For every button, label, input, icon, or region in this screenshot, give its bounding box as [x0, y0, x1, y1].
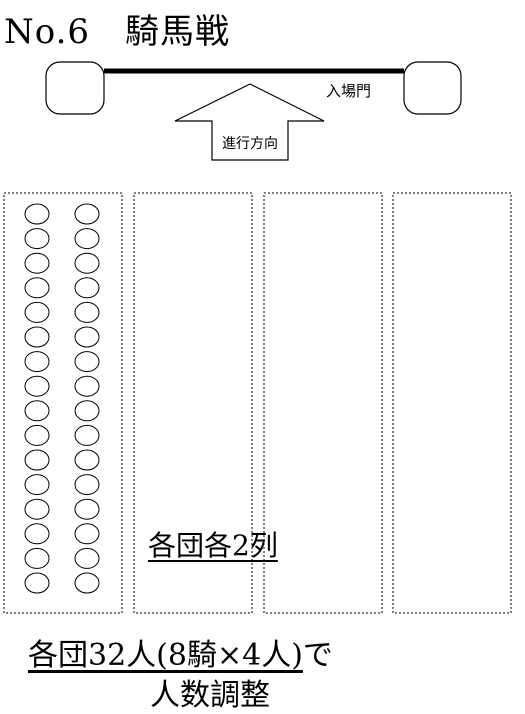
rider-circle — [74, 424, 100, 446]
rider-circle — [24, 449, 50, 471]
direction-arrow — [174, 83, 325, 161]
rider-circle — [24, 572, 50, 594]
rider-circle — [74, 474, 100, 496]
rider-circle — [24, 523, 50, 545]
rider-circle — [24, 351, 50, 373]
page-title: No.6 騎馬戦 — [4, 12, 231, 52]
rider-circle — [24, 252, 50, 274]
rider-circle — [74, 498, 100, 520]
rider-circle — [74, 523, 100, 545]
rider-circle — [74, 351, 100, 373]
rider-circle — [74, 449, 100, 471]
team-areas — [3, 192, 512, 614]
rider-circle — [24, 400, 50, 422]
team-area-4 — [392, 192, 512, 614]
rider-circle — [24, 203, 50, 225]
rider-circle — [24, 375, 50, 397]
footer-suffix: で — [302, 638, 333, 673]
rider-circle — [74, 572, 100, 594]
rider-circle — [24, 474, 50, 496]
rider-circle — [74, 277, 100, 299]
rows-note: 各団各2列 — [148, 529, 278, 562]
rider-circle — [24, 547, 50, 569]
rider-circle — [74, 252, 100, 274]
rider-circle — [74, 326, 100, 348]
rider-circle — [74, 301, 100, 323]
rider-circle — [74, 400, 100, 422]
rider-circle — [24, 228, 50, 250]
footer-line-1: 各団32人(8騎×4人)で — [28, 630, 333, 674]
rider-circle — [24, 498, 50, 520]
rider-circle — [74, 375, 100, 397]
rider-circle — [24, 301, 50, 323]
rider-circles — [24, 203, 100, 594]
direction-label: 進行方向 — [222, 136, 278, 152]
rider-circle — [74, 228, 100, 250]
entrance-gate-label: 入場門 — [326, 82, 372, 100]
rider-circle — [24, 326, 50, 348]
rider-circle — [74, 547, 100, 569]
team-area-3 — [263, 192, 383, 614]
rider-circle — [24, 424, 50, 446]
footer-line-2: 人数調整 — [150, 678, 270, 713]
gate-post-left — [45, 61, 105, 115]
rider-circle — [74, 203, 100, 225]
gate-post-right — [403, 61, 462, 115]
rider-circle — [24, 277, 50, 299]
footer-team-count: 各団32人(8騎×4人) — [28, 638, 303, 673]
team-area-1 — [3, 192, 123, 614]
team-area-2 — [133, 192, 253, 614]
